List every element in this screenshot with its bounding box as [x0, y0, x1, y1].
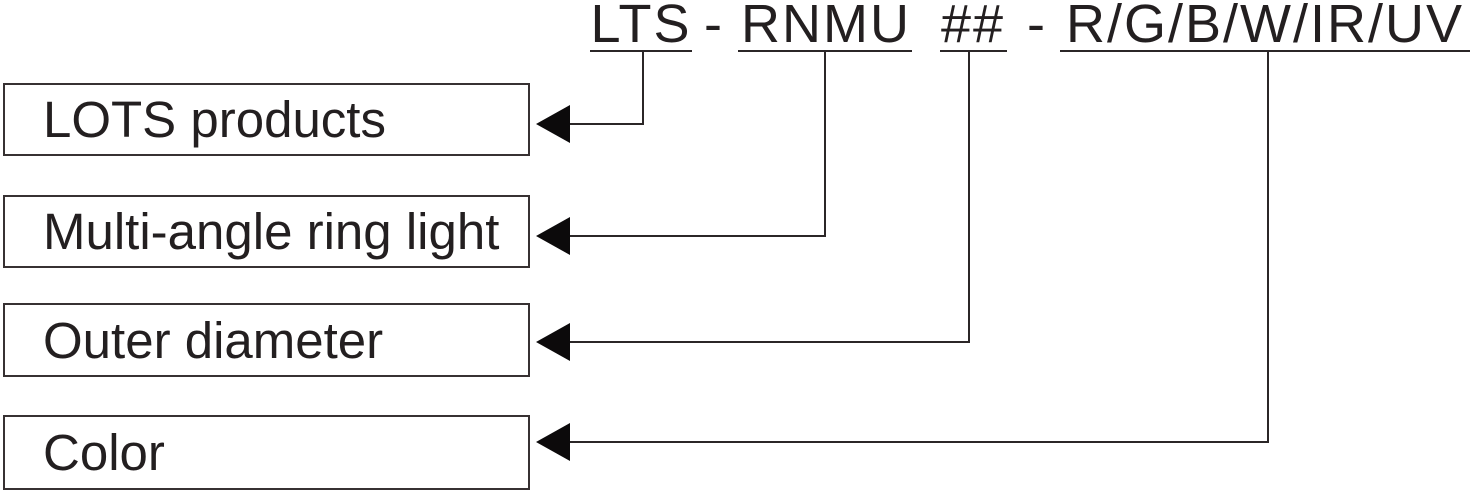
- code-separator-2: -: [1027, 0, 1047, 54]
- underline-brand: [590, 50, 692, 52]
- connector-horizontal-series: [566, 235, 826, 237]
- connector-horizontal-brand: [566, 123, 644, 125]
- connector-vertical-diameter: [968, 52, 970, 343]
- code-separator-1: -: [704, 0, 724, 54]
- connector-vertical-color: [1267, 52, 1269, 443]
- label-lots-products: LOTS products: [43, 91, 386, 148]
- connector-vertical-series: [824, 52, 826, 237]
- connector-vertical-brand: [642, 52, 644, 125]
- code-segment-brand: LTS: [590, 0, 692, 54]
- arrow-left-icon: [536, 217, 570, 255]
- label-box-lots-products: LOTS products: [3, 83, 530, 156]
- label-multi-angle-ring-light: Multi-angle ring light: [43, 203, 500, 260]
- connector-horizontal-diameter: [566, 341, 970, 343]
- label-color: Color: [43, 424, 165, 481]
- arrow-left-icon: [536, 423, 570, 461]
- underline-series: [738, 50, 912, 52]
- label-outer-diameter: Outer diameter: [43, 311, 384, 369]
- code-segment-series: RNMU: [741, 0, 911, 54]
- code-segment-color: R/G/B/W/IR/UV: [1065, 0, 1465, 54]
- label-box-multi-angle-ring-light: Multi-angle ring light: [3, 195, 530, 268]
- code-segment-diameter: ##: [940, 0, 1006, 54]
- underline-diameter: [940, 50, 1007, 52]
- label-box-color: Color: [3, 415, 530, 490]
- underline-color: [1060, 50, 1470, 52]
- arrow-left-icon: [536, 323, 570, 361]
- arrow-left-icon: [536, 105, 570, 143]
- connector-horizontal-color: [566, 441, 1269, 443]
- label-box-outer-diameter: Outer diameter: [3, 303, 530, 377]
